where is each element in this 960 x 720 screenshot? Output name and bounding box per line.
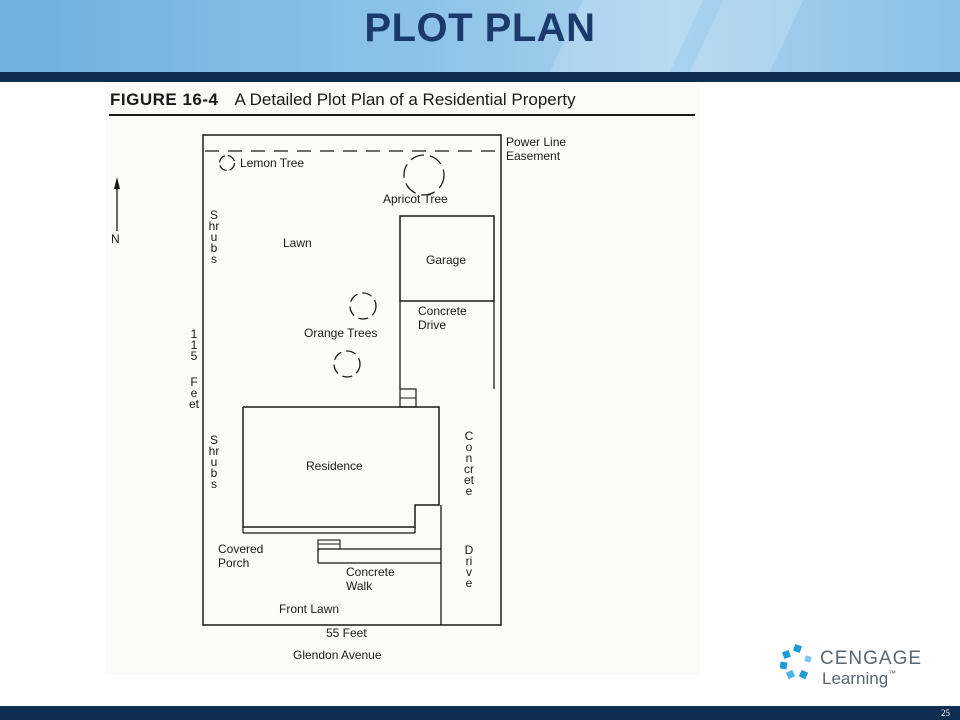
residence-label: Residence: [306, 459, 363, 473]
north-label: N: [111, 232, 120, 246]
walk-label-1: Concrete: [346, 565, 395, 579]
slide-title: PLOT PLAN: [364, 6, 596, 50]
header-divider-bar: [0, 72, 960, 82]
covered-porch-label-1: Covered: [218, 542, 264, 556]
plot-plan-figure: FIGURE 16-4 A Detailed Plot Plan of a Res…: [105, 85, 700, 675]
lawn-label: Lawn: [283, 236, 312, 250]
north-arrowhead: [114, 177, 120, 189]
logo-brand-text: CENGAGE: [820, 648, 923, 669]
property-boundary: [202, 134, 502, 626]
apricot-tree-mark: [403, 154, 445, 196]
lemon-tree-mark: [218, 154, 236, 172]
side-drive-label-2: Drive: [464, 543, 474, 590]
covered-porch-label-2: Porch: [218, 556, 250, 570]
orange-tree-mark: [349, 292, 377, 320]
figure-title: A Detailed Plot Plan of a Residential Pr…: [234, 90, 576, 109]
footer-bar: [0, 706, 960, 720]
garage-outline: [399, 215, 495, 302]
figure-caption: FIGURE 16-4 A Detailed Plot Plan of a Res…: [110, 90, 576, 110]
apricot-tree-label: Apricot Tree: [383, 192, 448, 206]
depth-unit-label: Feet: [188, 375, 199, 411]
cengage-mark-icon: [780, 644, 812, 680]
walk-label-2: Walk: [346, 579, 373, 593]
lemon-tree-label: Lemon Tree: [240, 156, 305, 170]
figure-number: FIGURE 16-4: [110, 90, 219, 109]
street-label: Glendon Avenue: [293, 648, 382, 662]
garage-label: Garage: [426, 253, 467, 267]
depth-number-label: 115: [190, 327, 198, 363]
concrete-drive-label-1: Concrete: [418, 304, 467, 318]
orange-trees-label: Orange Trees: [304, 326, 378, 340]
easement-label: Easement: [506, 149, 561, 163]
shrubs-bottom-label: Shrubs: [208, 433, 220, 491]
page-number: 25: [941, 708, 950, 718]
shrubs-top-label: Shrubs: [208, 208, 220, 266]
slide-header: PLOT PLAN: [0, 0, 960, 72]
cengage-logo: CENGAGE Learning™: [780, 640, 940, 692]
side-drive-label-1: Concrete: [463, 429, 474, 498]
concrete-drive-label-2: Drive: [418, 318, 447, 332]
front-lawn-label: Front Lawn: [279, 602, 340, 616]
logo-sub-text: Learning™: [822, 669, 897, 688]
orange-tree-mark: [333, 350, 361, 378]
width-label: 55 Feet: [326, 626, 367, 640]
plot-plan-drawing: [109, 114, 695, 626]
power-line-label: Power Line: [506, 135, 567, 149]
